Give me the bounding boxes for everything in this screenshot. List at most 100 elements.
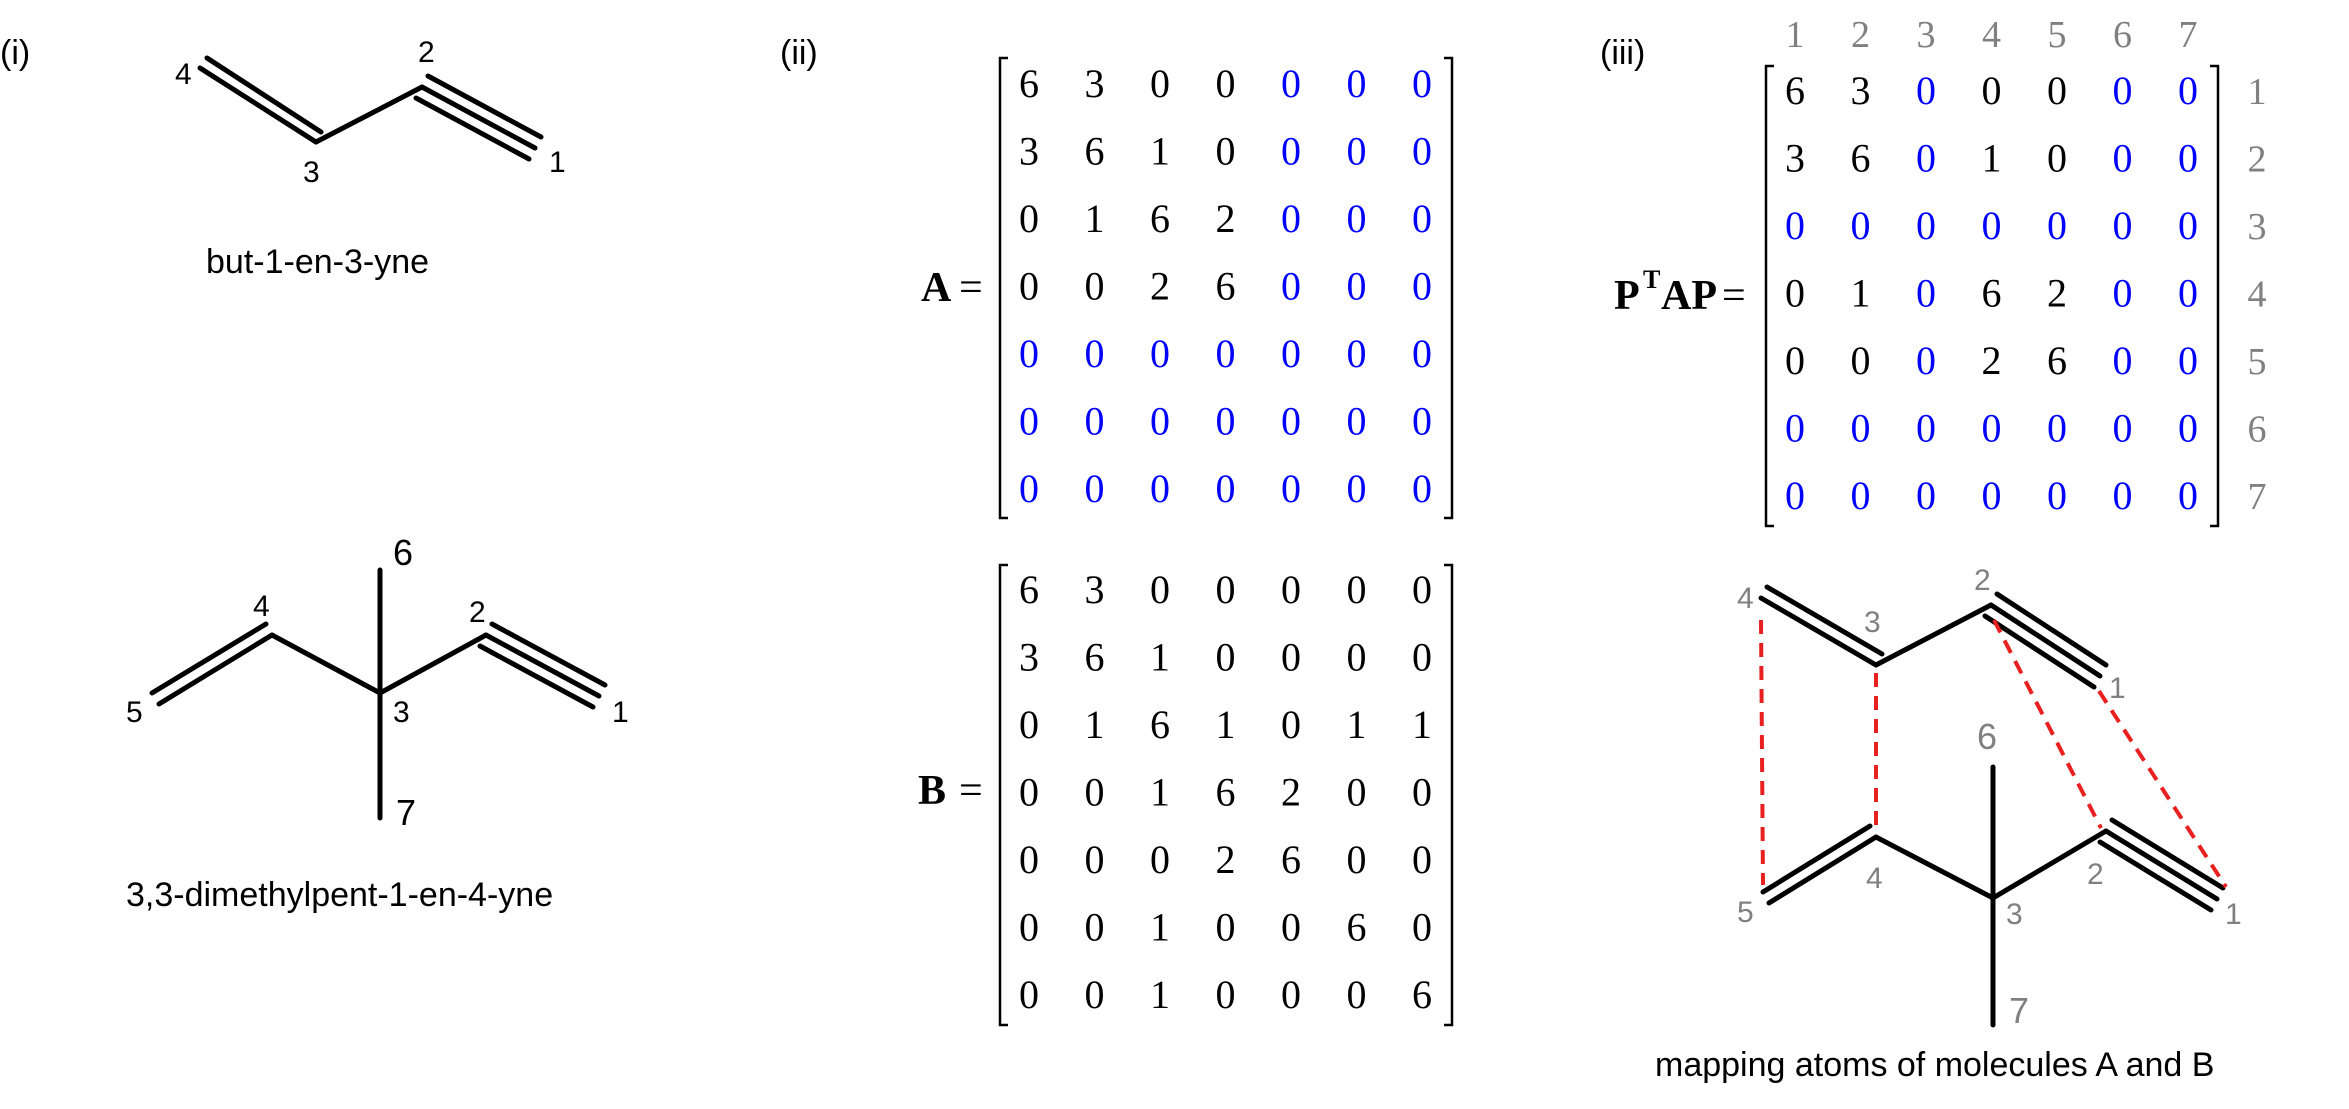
matrix-cell: 2 bbox=[1982, 338, 2002, 383]
column-index: 3 bbox=[1917, 14, 1936, 56]
matrix-cell-padded: 0 bbox=[1150, 466, 1170, 511]
row-index: 5 bbox=[2248, 341, 2267, 383]
atom-label: 1 bbox=[549, 146, 566, 179]
atom-label: 3 bbox=[303, 156, 320, 189]
matrix-cell-padded: 0 bbox=[1216, 399, 1236, 444]
matrix-cell: 1 bbox=[1412, 702, 1432, 747]
bond-4-3 bbox=[1873, 834, 1996, 901]
matrix-cell-padded: 0 bbox=[1916, 203, 1936, 248]
matrix-cell: 6 bbox=[1216, 264, 1236, 309]
bond-2-1 bbox=[1988, 602, 2103, 679]
matrix-cell-padded: 0 bbox=[2178, 271, 2198, 316]
matrix-cell: 6 bbox=[1150, 702, 1170, 747]
matrix-cell: 0 bbox=[1785, 271, 1805, 316]
matrix-cell-padded: 0 bbox=[1281, 196, 1301, 241]
matrix-cell: 1 bbox=[1150, 905, 1170, 950]
matrix-cell-padded: 0 bbox=[2047, 406, 2067, 451]
matrix-cell: 0 bbox=[1347, 972, 1367, 1017]
mapping-molecule-b bbox=[1760, 764, 2226, 1028]
matrix-cell-padded: 0 bbox=[2178, 136, 2198, 181]
matrix-b-name: B bbox=[918, 768, 946, 814]
equals-sign: = bbox=[959, 768, 983, 814]
bond-5-4-double bbox=[149, 621, 269, 696]
bond-2-1-triple-b bbox=[477, 643, 596, 710]
row-index: 6 bbox=[2248, 409, 2267, 451]
column-index: 7 bbox=[2179, 14, 2198, 56]
matrix-cell: 1 bbox=[1982, 136, 2002, 181]
bond-5-4-double bbox=[1760, 823, 1873, 895]
matrix-cell: 3 bbox=[1019, 635, 1039, 680]
row-index: 1 bbox=[2248, 71, 2267, 113]
bond-2-1-triple-a bbox=[489, 621, 608, 688]
column-index: 1 bbox=[1786, 14, 1805, 56]
matrix-ptap-left-bracket bbox=[1764, 64, 1774, 528]
bond-4-3 bbox=[269, 632, 383, 696]
panel-i-label: (i) bbox=[0, 34, 30, 72]
mapping-molecule-a bbox=[1758, 584, 2109, 690]
bond-2-1-triple-a bbox=[2109, 817, 2226, 891]
molecule-b-structure bbox=[149, 567, 608, 821]
equals-sign: = bbox=[1722, 273, 1746, 319]
bond-4-3 bbox=[197, 65, 319, 145]
matrix-cell: 0 bbox=[1281, 635, 1301, 680]
matrix-cell-padded: 0 bbox=[1412, 129, 1432, 174]
row-index: 3 bbox=[2248, 206, 2267, 248]
bond-3-2 bbox=[377, 632, 489, 696]
matrix-cell: 0 bbox=[1785, 338, 1805, 383]
mapping-line-2-2 bbox=[1992, 619, 2103, 829]
matrix-cell-padded: 0 bbox=[1281, 61, 1301, 106]
matrix-cell-padded: 0 bbox=[1347, 61, 1367, 106]
matrix-cell: 0 bbox=[1412, 770, 1432, 815]
matrix-cell: 1 bbox=[1150, 972, 1170, 1017]
matrix-b-label: B = bbox=[918, 768, 983, 814]
matrix-cell-padded: 0 bbox=[1019, 399, 1039, 444]
matrix-cell: 0 bbox=[1216, 567, 1236, 612]
matrix-cell: 0 bbox=[1281, 972, 1301, 1017]
matrix-cell-padded: 0 bbox=[1281, 264, 1301, 309]
matrix-cell-padded: 0 bbox=[1412, 196, 1432, 241]
matrix-cell: 0 bbox=[1085, 905, 1105, 950]
matrix-cell-padded: 0 bbox=[1916, 68, 1936, 113]
matrix-cell-padded: 0 bbox=[1785, 406, 1805, 451]
matrix-a-name: A bbox=[921, 265, 952, 311]
atom-label: 4 bbox=[175, 58, 192, 91]
atom-label: 6 bbox=[393, 532, 413, 573]
mapping-molecule-a-labels: 4 3 2 1 bbox=[1737, 564, 2126, 705]
matrix-ptap-sup: T bbox=[1643, 265, 1660, 294]
row-index: 4 bbox=[2248, 274, 2267, 316]
column-index: 2 bbox=[1851, 14, 1870, 56]
matrix-cell: 0 bbox=[1150, 837, 1170, 882]
matrix-cell: 0 bbox=[1019, 264, 1039, 309]
matrix-cell: 0 bbox=[2047, 68, 2067, 113]
matrix-cell: 0 bbox=[1347, 567, 1367, 612]
matrix-cell: 0 bbox=[1347, 770, 1367, 815]
column-index: 4 bbox=[1982, 14, 2001, 56]
matrix-cell: 0 bbox=[1085, 770, 1105, 815]
matrix-a-label: A = bbox=[921, 265, 983, 311]
matrix-cell-padded: 0 bbox=[1216, 466, 1236, 511]
atom-label: 2 bbox=[1974, 564, 1991, 597]
atom-label: 1 bbox=[2109, 672, 2126, 705]
matrix-cell: 2 bbox=[1150, 264, 1170, 309]
atom-label: 2 bbox=[2087, 858, 2104, 891]
matrix-a-left-bracket bbox=[998, 56, 1008, 520]
matrix-cell-padded: 0 bbox=[1281, 399, 1301, 444]
matrix-cell-padded: 0 bbox=[1412, 466, 1432, 511]
bond-4-3-double bbox=[204, 55, 324, 135]
matrix-cell: 6 bbox=[1150, 196, 1170, 241]
matrix-cell: 3 bbox=[1019, 129, 1039, 174]
matrix-cell-padded: 0 bbox=[1085, 331, 1105, 376]
atom-label: 4 bbox=[1866, 862, 1883, 895]
matrix-cell-padded: 0 bbox=[1785, 473, 1805, 518]
matrix-cell: 1 bbox=[1085, 702, 1105, 747]
matrix-cell-padded: 0 bbox=[1281, 129, 1301, 174]
matrix-cell: 6 bbox=[1347, 905, 1367, 950]
matrix-cell-padded: 0 bbox=[1916, 406, 1936, 451]
mapping-lines bbox=[1759, 619, 2228, 889]
molecule-a-atom-labels: 4 2 3 1 bbox=[175, 36, 566, 189]
matrix-cell: 0 bbox=[1019, 196, 1039, 241]
matrix-cell: 6 bbox=[1785, 68, 1805, 113]
matrix-cell: 0 bbox=[1851, 338, 1871, 383]
